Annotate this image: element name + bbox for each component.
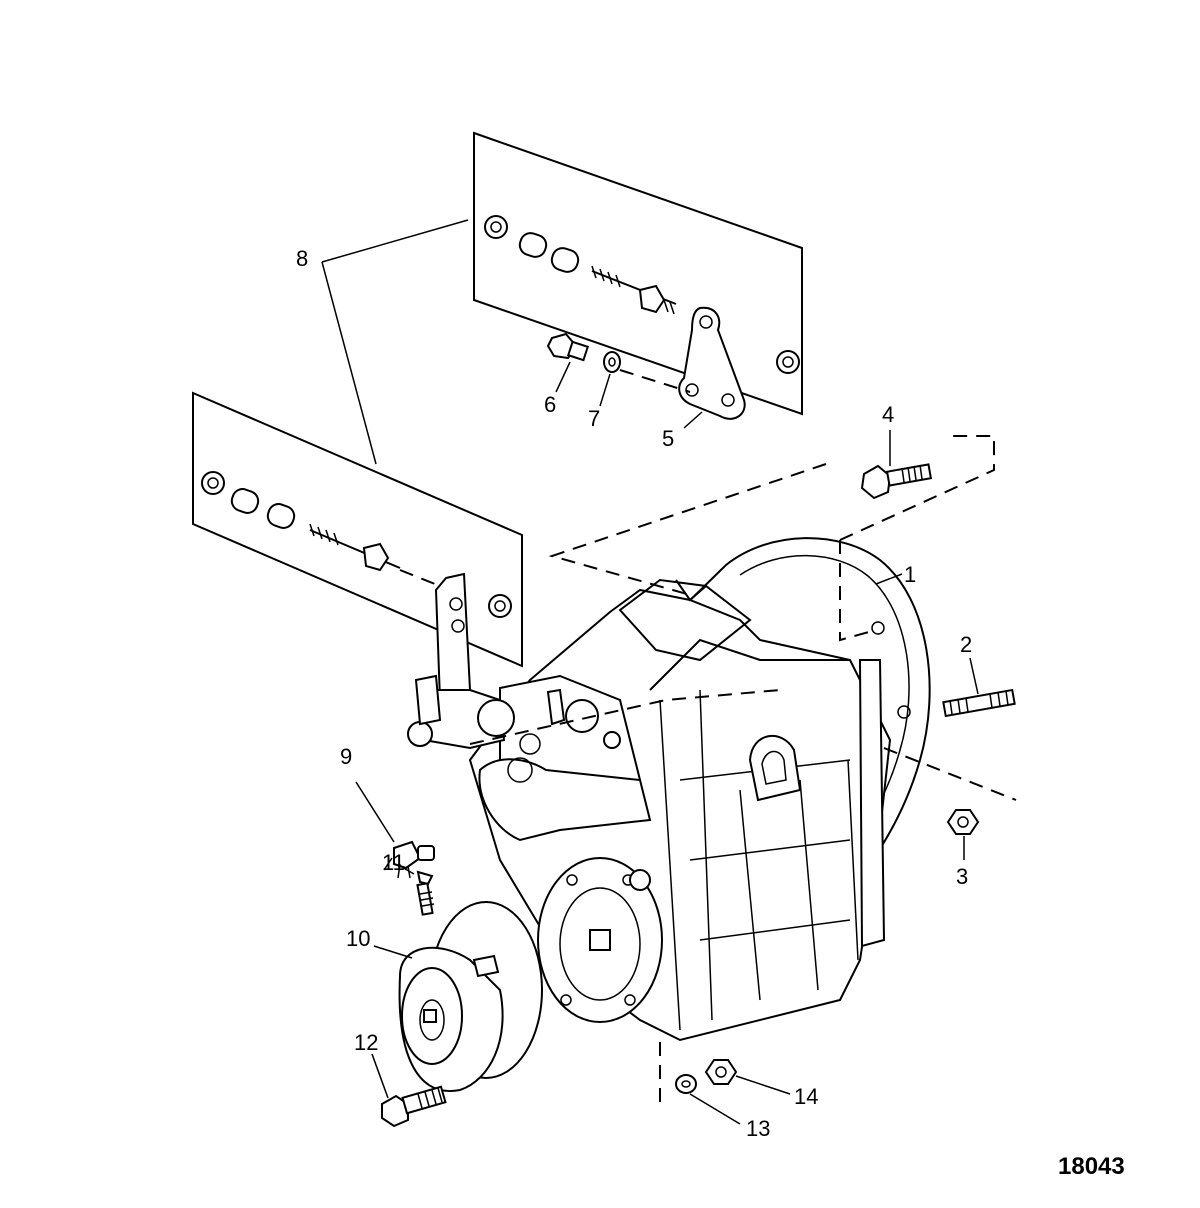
callout-9: 9	[340, 744, 352, 769]
callout-10: 10	[346, 926, 370, 951]
callout-13: 13	[746, 1116, 770, 1141]
coupler-10	[398, 901, 543, 1093]
bolt-12	[381, 1085, 447, 1128]
leader-5	[683, 411, 703, 429]
washer-13	[675, 1074, 697, 1094]
assembly-dashlines	[469, 435, 1017, 1102]
upper-assembly-dashline	[619, 369, 691, 393]
callout-6: 6	[544, 392, 556, 417]
leader-lines	[355, 361, 979, 1125]
bolt-6	[546, 332, 590, 362]
lower-panel-outline	[192, 391, 523, 668]
nut-14	[704, 1059, 738, 1085]
leader-7	[599, 373, 611, 407]
callout-labels: 1 2 3 4 5 6 7 8 9 10 11 12 13 14	[296, 246, 972, 1141]
lower-spacer-1	[230, 488, 260, 514]
leader-14	[735, 1075, 791, 1095]
upper-right-nut	[776, 350, 800, 374]
drain-plug	[629, 869, 651, 891]
washer-7	[603, 351, 621, 373]
upper-nut	[484, 215, 508, 239]
callout-8: 8	[296, 246, 308, 271]
lifting-eye	[748, 734, 802, 802]
leader-2	[969, 657, 979, 695]
callout-7: 7	[588, 406, 600, 431]
sender-9	[383, 840, 435, 879]
leader-1	[875, 573, 903, 585]
leader-9	[355, 781, 395, 843]
screw-11	[416, 870, 435, 916]
lower-nut	[201, 471, 225, 495]
leader-10	[373, 945, 413, 959]
callout-5: 5	[662, 426, 674, 451]
callout-1: 1	[904, 562, 916, 587]
oil-cooler-tube	[478, 758, 652, 842]
upper-stud	[591, 265, 677, 315]
leader-11	[399, 865, 415, 875]
callout-12: 12	[354, 1030, 378, 1055]
nut-3	[946, 809, 980, 835]
flange-edge	[858, 659, 886, 948]
leader-13	[689, 1093, 741, 1125]
callout-2: 2	[960, 632, 972, 657]
lower-stud	[309, 523, 401, 572]
mount-bracket-5	[678, 306, 746, 420]
lower-inset-panel	[192, 391, 523, 702]
callout-8-leaders	[321, 219, 469, 465]
stud-2	[942, 688, 1016, 718]
upper-panel-outline	[473, 131, 803, 416]
lower-right-nut	[488, 594, 512, 618]
transmission-housing	[407, 537, 931, 1042]
lower-stud-dashline	[399, 569, 441, 587]
figure-id: 18043	[1058, 1153, 1125, 1180]
callout-11: 11	[382, 850, 405, 875]
bolt-4	[860, 463, 933, 500]
lower-bracket	[434, 572, 472, 702]
shift-lever	[407, 674, 515, 750]
callout-4: 4	[882, 402, 894, 427]
upper-spacer-2	[550, 247, 580, 273]
leader-12	[371, 1053, 389, 1099]
lower-spacer-2	[266, 503, 296, 529]
callout-14: 14	[794, 1084, 818, 1109]
leader-6	[555, 361, 571, 393]
upper-spacer-1	[518, 232, 548, 258]
upper-inset-panel	[473, 131, 803, 420]
output-flange	[537, 857, 663, 1023]
callout-3: 3	[956, 864, 968, 889]
